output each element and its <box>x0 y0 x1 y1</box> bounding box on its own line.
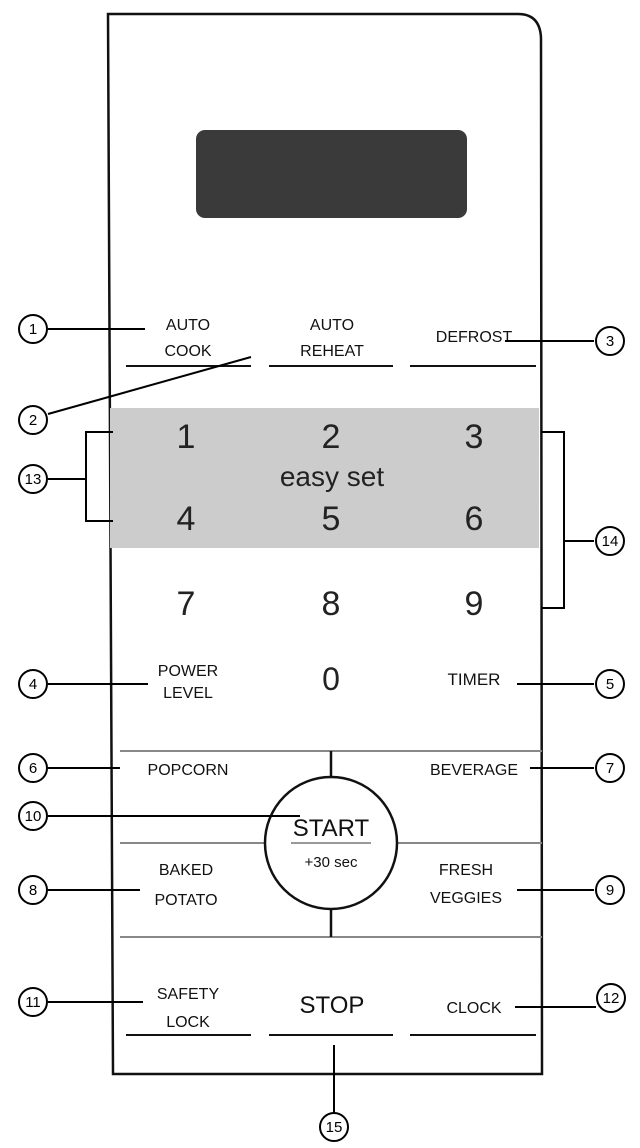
clock-button[interactable]: CLOCK <box>410 1000 536 1036</box>
safety-lock-button[interactable]: SAFETY LOCK <box>126 986 251 1036</box>
auto-reheat-label-line2: REHEAT <box>300 343 364 360</box>
defrost-button[interactable]: DEFROST <box>410 329 536 367</box>
power-level-label-line2: LEVEL <box>163 685 213 702</box>
timer-button[interactable]: TIMER <box>448 670 501 689</box>
callout-12: 12 <box>596 983 626 1013</box>
callout-2: 2 <box>18 405 48 435</box>
baked-potato-label-line2: POTATO <box>154 892 217 909</box>
clock-label: CLOCK <box>446 1000 501 1017</box>
key-4[interactable]: 4 <box>177 500 196 538</box>
baked-potato-label-line1: BAKED <box>159 862 213 879</box>
auto-cook-label-line1: AUTO <box>166 317 210 334</box>
safety-lock-label-line1: SAFETY <box>157 986 220 1003</box>
callout-12-label: 12 <box>603 990 620 1007</box>
defrost-label: DEFROST <box>436 329 513 346</box>
auto-cook-label-line2: COOK <box>164 343 211 360</box>
popcorn-button[interactable]: POPCORN <box>148 762 229 779</box>
callout-2-label: 2 <box>29 412 37 429</box>
start-button[interactable]: START +30 sec <box>263 775 399 911</box>
key-1[interactable]: 1 <box>177 418 196 456</box>
key-8[interactable]: 8 <box>322 585 341 623</box>
key-6[interactable]: 6 <box>465 500 484 538</box>
auto-cook-button[interactable]: AUTO COOK <box>126 317 251 367</box>
auto-reheat-label-line1: AUTO <box>310 317 354 334</box>
callout-10-label: 10 <box>25 808 42 825</box>
callout-13-label: 13 <box>25 471 42 488</box>
start-label: START <box>293 815 370 842</box>
callout-15: 15 <box>319 1112 349 1142</box>
callout-1-label: 1 <box>29 321 37 338</box>
key-5[interactable]: 5 <box>322 500 341 538</box>
callout-3-label: 3 <box>606 333 614 350</box>
stop-button[interactable]: STOP <box>269 992 393 1036</box>
easy-set-band <box>110 408 539 548</box>
key-9[interactable]: 9 <box>465 585 484 623</box>
key-2[interactable]: 2 <box>322 418 341 456</box>
fresh-veggies-button[interactable]: FRESH VEGGIES <box>430 862 502 907</box>
callout-8: 8 <box>18 875 48 905</box>
key-7[interactable]: 7 <box>177 585 196 623</box>
callout-11: 11 <box>18 987 48 1017</box>
stop-label: STOP <box>300 992 365 1019</box>
callout-1: 1 <box>18 314 48 344</box>
callout-13: 13 <box>18 464 48 494</box>
callout-9: 9 <box>595 875 625 905</box>
callout-5-label: 5 <box>606 676 614 693</box>
power-level-label-line1: POWER <box>158 663 218 680</box>
callout-15-label: 15 <box>326 1119 343 1136</box>
callout-9-label: 9 <box>606 882 614 899</box>
callout-14: 14 <box>595 526 625 556</box>
fresh-veggies-label-line2: VEGGIES <box>430 890 502 907</box>
leader-lines <box>47 328 596 1124</box>
callout-3: 3 <box>595 326 625 356</box>
callout-7: 7 <box>595 753 625 783</box>
display-window <box>196 130 467 218</box>
key-0[interactable]: 0 <box>322 661 340 697</box>
easy-set-label: easy set <box>280 461 384 492</box>
auto-reheat-button[interactable]: AUTO REHEAT <box>269 317 393 367</box>
callout-6: 6 <box>18 753 48 783</box>
callout-10: 10 <box>18 801 48 831</box>
fresh-veggies-label-line1: FRESH <box>439 862 493 879</box>
safety-lock-label-line2: LOCK <box>166 1014 210 1031</box>
callout-5: 5 <box>595 669 625 699</box>
start-sub-label: +30 sec <box>305 854 358 871</box>
callout-4-label: 4 <box>29 676 37 693</box>
power-level-button[interactable]: POWER LEVEL <box>158 663 218 702</box>
baked-potato-button[interactable]: BAKED POTATO <box>154 862 217 909</box>
callout-6-label: 6 <box>29 760 37 777</box>
callout-4: 4 <box>18 669 48 699</box>
panel-outline <box>106 12 544 1076</box>
key-3[interactable]: 3 <box>465 418 484 456</box>
callout-11-label: 11 <box>25 994 41 1011</box>
beverage-button[interactable]: BEVERAGE <box>430 762 518 779</box>
callout-14-label: 14 <box>602 533 619 550</box>
callout-8-label: 8 <box>29 882 37 899</box>
callout-7-label: 7 <box>606 760 614 777</box>
